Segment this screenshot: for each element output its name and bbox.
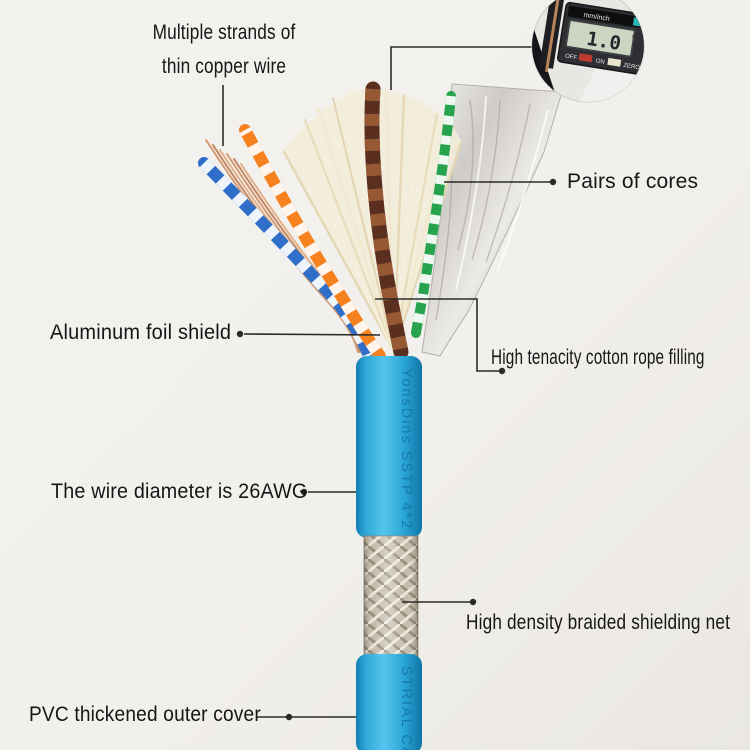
label-wire-diameter: The wire diameter is 26AWG — [51, 480, 308, 503]
label-copper-line2: thin copper wire — [161, 55, 287, 78]
green-twisted-pair-graphic — [411, 91, 456, 338]
label-pvc-cover: PVC thickened outer cover — [29, 703, 261, 726]
label-copper-line1: Multiple strands of — [152, 21, 296, 44]
measured-wire-icon — [544, 0, 564, 73]
pvc-jacket-top: YonsDins SSTP 4*2 — [356, 356, 422, 538]
leader-lines — [222, 85, 553, 718]
caliper-zero-button — [607, 57, 622, 67]
label-copper-strands: Multiple strands of thin copper wire — [119, 16, 329, 84]
brown-twisted-pair-graphic — [364, 81, 409, 360]
caliper-off-label: OFF — [565, 54, 578, 62]
foil-leader-dot — [236, 330, 244, 338]
caliper-leader-line — [390, 46, 540, 90]
jacket-print-top: YonsDins SSTP 4*2 — [398, 368, 414, 530]
braided-shield-section — [363, 535, 419, 657]
orange-twisted-pair-graphic — [239, 124, 386, 362]
label-pairs-of-cores: Pairs of cores — [567, 170, 699, 193]
caliper-brand-label: mm/inch — [583, 12, 610, 23]
caliper-body: mm/inch 1.0 mm OFF ON ZERO — [557, 1, 644, 76]
pvc-leader-dot — [285, 713, 293, 721]
diameter-leader-dot — [300, 488, 308, 496]
caliper-lcd — [564, 19, 636, 58]
cotton-leader-dot — [498, 367, 506, 375]
foil-leader-line — [243, 333, 381, 336]
leader-dots — [236, 178, 557, 721]
caliper-on-label: ON — [595, 58, 605, 65]
pvc-jacket-bottom: STRIAL CAB — [356, 654, 422, 750]
label-cotton-rope: High tenacity cotton rope filling — [491, 346, 705, 369]
cotton-leader-line — [375, 298, 502, 372]
jacket-print-bottom: STRIAL CAB — [398, 666, 414, 750]
label-aluminum-foil: Aluminum foil shield — [50, 321, 232, 344]
caliper-display-unit: mm — [632, 34, 643, 41]
caliper-display-value: 1.0 — [585, 28, 622, 55]
braid-leader-dot — [469, 598, 477, 606]
label-braided-net: High density braided shielding net — [466, 611, 731, 634]
caliper-zero-label: ZERO — [623, 63, 641, 72]
pairs-leader-dot — [549, 178, 557, 186]
caliper-red-button — [578, 53, 593, 63]
